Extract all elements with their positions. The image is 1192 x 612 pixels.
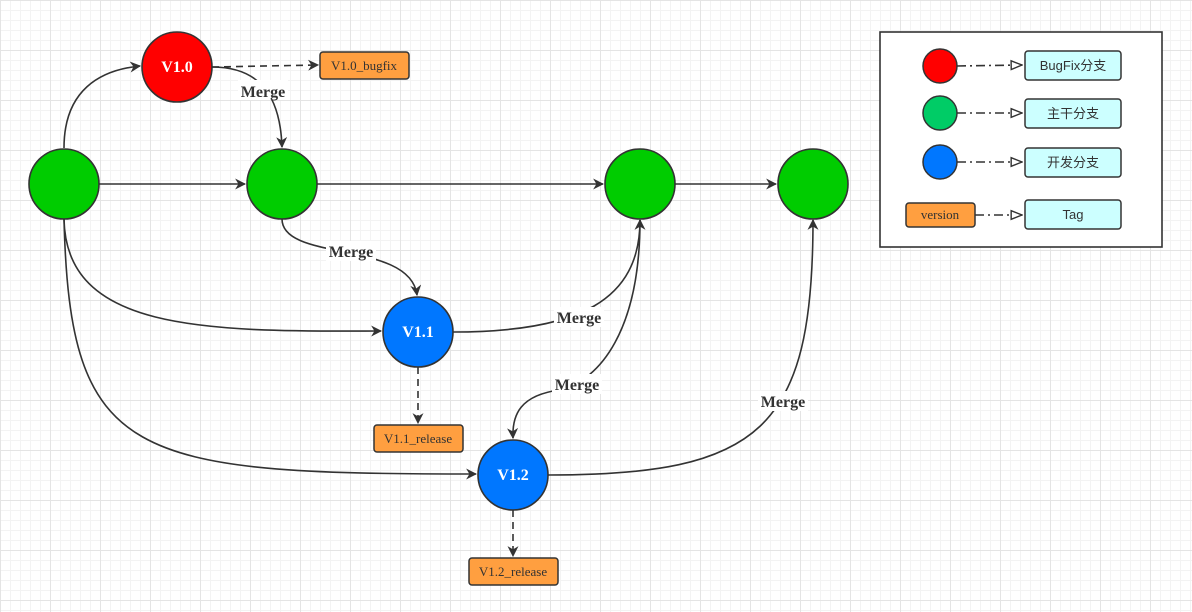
edge-trunk1-to-v10: [63, 61, 142, 149]
legend-connector: [956, 65, 1022, 66]
edge-v11-merge-to-trunk3: [452, 218, 646, 333]
legend-bugfix-swatch: [922, 48, 958, 84]
trunk-node: [777, 148, 849, 220]
tags: V1.0_bugfix V1.1_release V1.2_release: [319, 51, 559, 586]
trunk-node: [246, 148, 318, 220]
edges: [63, 59, 819, 558]
legend-bugfix-label: BugFix分支: [1040, 58, 1106, 73]
merge-label: Merge: [555, 377, 599, 394]
tag-v10-bugfix-label: V1.0_bugfix: [331, 58, 398, 73]
merge-label: Merge: [241, 84, 285, 101]
legend-trunk-swatch: [922, 95, 958, 131]
trunk-node: [604, 148, 676, 220]
legend-trunk-box: [1024, 98, 1122, 129]
bugfix-node-v10: [141, 31, 213, 103]
dev-node-v12-label: V1.2: [497, 467, 529, 484]
edge-trunk3-merge-to-v12: [507, 219, 641, 440]
tag-v11-release-label: V1.1_release: [384, 431, 452, 446]
legend-tag-label: Tag: [1063, 207, 1084, 222]
legend-tag-box: [1024, 199, 1122, 230]
nodes: V1.0 V1.1 V1.2: [28, 31, 849, 511]
tag-v10-bugfix: [319, 51, 410, 80]
tag-v12-release-label: V1.2_release: [479, 564, 547, 579]
legend-dev-swatch: [922, 144, 958, 180]
legend: BugFix分支 主干分支 开发分支 version Tag: [879, 31, 1163, 248]
legend-bugfix-box: [1024, 50, 1122, 81]
edge-trunk1-to-v12: [63, 218, 478, 480]
edge-v12-merge-to-trunk4: [547, 218, 819, 476]
merge-label: Merge: [761, 394, 805, 411]
edge-v10-merge-to-trunk2: [211, 66, 288, 149]
dev-node-v11: [382, 296, 454, 368]
tag-v12-release: [468, 557, 559, 586]
trunk-node: [28, 148, 100, 220]
edge-v10-to-bugfix-tag: [211, 59, 320, 71]
edge-trunk1-to-v11: [63, 218, 383, 337]
legend-version-label: version: [921, 207, 960, 222]
legend-dev-box: [1024, 147, 1122, 178]
legend-dev-label: 开发分支: [1047, 155, 1099, 170]
merge-label: Merge: [557, 310, 601, 327]
dev-node-v12: [477, 439, 549, 511]
bugfix-node-v10-label: V1.0: [161, 59, 193, 76]
dev-node-v11-label: V1.1: [402, 324, 434, 341]
legend-trunk-label: 主干分支: [1047, 106, 1099, 121]
tag-v11-release: [373, 424, 464, 453]
merge-labels: Merge Merge Merge Merge Merge: [238, 80, 808, 411]
merge-label: Merge: [329, 244, 373, 261]
